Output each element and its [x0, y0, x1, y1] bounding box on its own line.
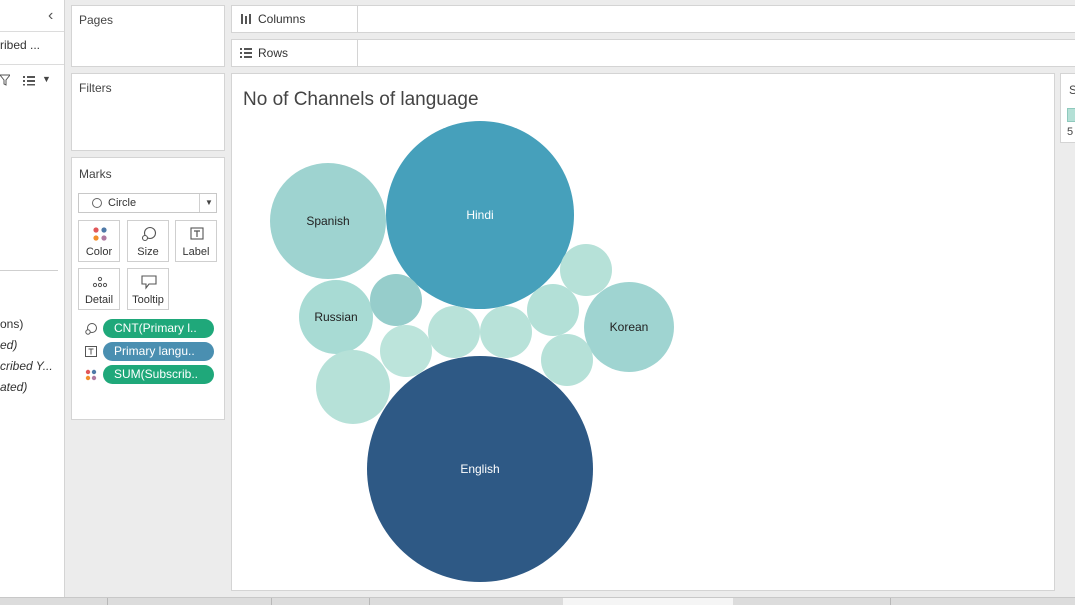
pane-divider [0, 270, 58, 271]
field-item[interactable]: ated) [0, 380, 28, 394]
bubble-label: Korean [610, 320, 649, 334]
size-button-label: Size [137, 246, 159, 258]
list-view-icon[interactable] [22, 74, 36, 86]
mark-type-dropdown[interactable]: Circle ▼ [78, 193, 217, 213]
color-dots-icon [93, 227, 107, 241]
bubble[interactable] [428, 306, 480, 358]
color-icon [85, 369, 97, 381]
label-button-label: Label [182, 246, 210, 258]
pages-label: Pages [79, 13, 114, 27]
filter-icon[interactable] [0, 74, 10, 86]
field-item[interactable]: ed) [0, 338, 18, 352]
bubble[interactable] [370, 274, 422, 326]
filters-label: Filters [79, 81, 112, 95]
bubble-korean[interactable] [584, 282, 674, 372]
color-legend: S 5 [1060, 73, 1075, 143]
columns-label: Columns [258, 12, 306, 26]
pane-divider [0, 31, 64, 32]
pane-divider [0, 64, 64, 65]
tab-divider [369, 598, 370, 605]
circle-icon [92, 198, 102, 208]
bubble-label: English [460, 462, 499, 476]
measure-pill[interactable]: SUM(Subscrib.. [103, 365, 214, 384]
data-pane: ‹ ribed ... ▼ ons) ed) cribed Y... ated) [0, 0, 65, 597]
bubble[interactable] [480, 306, 532, 358]
filters-shelf[interactable]: Filters [71, 73, 225, 151]
size-icon [141, 226, 157, 242]
tab-divider [271, 598, 272, 605]
label-button[interactable]: Label [175, 220, 217, 262]
pages-shelf[interactable]: Pages [71, 5, 225, 67]
chevron-down-icon[interactable]: ▼ [205, 198, 213, 207]
sheet-tab-strip [0, 597, 1075, 605]
mark-type-value: Circle [108, 197, 137, 209]
bubble[interactable] [560, 244, 612, 296]
bubble-label: Russian [314, 310, 357, 324]
size-button[interactable]: Size [127, 220, 169, 262]
bubble-hindi[interactable] [386, 121, 574, 309]
bubble-english[interactable] [367, 356, 593, 582]
bubble-spanish[interactable] [270, 163, 386, 279]
sheet-tab-active[interactable] [563, 598, 733, 605]
bubble[interactable] [527, 284, 579, 336]
chart-title: No of Channels of language [243, 89, 479, 110]
rows-label: Rows [258, 46, 289, 60]
measure-pill[interactable]: CNT(Primary l.. [103, 319, 214, 338]
collapse-pane-icon[interactable]: ‹ [48, 7, 54, 24]
rows-shelf[interactable]: Rows [231, 39, 1075, 67]
tooltip-icon [141, 275, 157, 290]
color-button-label: Color [85, 246, 113, 258]
chevron-down-icon[interactable]: ▼ [42, 74, 51, 84]
legend-title: S [1069, 83, 1075, 97]
text-label-icon [190, 227, 204, 240]
tooltip-button-label: Tooltip [132, 294, 164, 306]
columns-icon [241, 14, 251, 24]
bubble[interactable] [380, 325, 432, 377]
legend-swatch [1067, 108, 1075, 122]
rows-shelf-label-area: Rows [232, 40, 358, 66]
bubble-label: Spanish [306, 214, 349, 228]
color-button[interactable]: Color [78, 220, 120, 262]
tab-divider [890, 598, 891, 605]
field-item[interactable]: ons) [0, 317, 24, 331]
rows-icon [240, 48, 252, 58]
legend-value: 5 [1067, 126, 1074, 138]
size-icon [85, 323, 97, 335]
detail-button-label: Detail [84, 294, 114, 306]
field-item[interactable]: cribed Y... [0, 359, 53, 373]
bubble-label: Hindi [466, 208, 493, 222]
columns-shelf[interactable]: Columns [231, 5, 1075, 33]
label-icon [85, 346, 97, 357]
dropdown-separator [199, 194, 200, 212]
worksheet-view: No of Channels of language English Hindi S… [231, 73, 1055, 591]
bubble[interactable] [316, 350, 390, 424]
bubble[interactable] [541, 334, 593, 386]
tab-divider [107, 598, 108, 605]
tooltip-button[interactable]: Tooltip [127, 268, 169, 310]
dimension-pill[interactable]: Primary langu.. [103, 342, 214, 361]
detail-button[interactable]: Detail [78, 268, 120, 310]
bubble-russian[interactable] [299, 280, 373, 354]
columns-shelf-label-area: Columns [232, 6, 358, 32]
marks-label: Marks [79, 167, 112, 181]
detail-dots-icon [92, 276, 108, 288]
datasource-name[interactable]: ribed ... [0, 38, 41, 52]
